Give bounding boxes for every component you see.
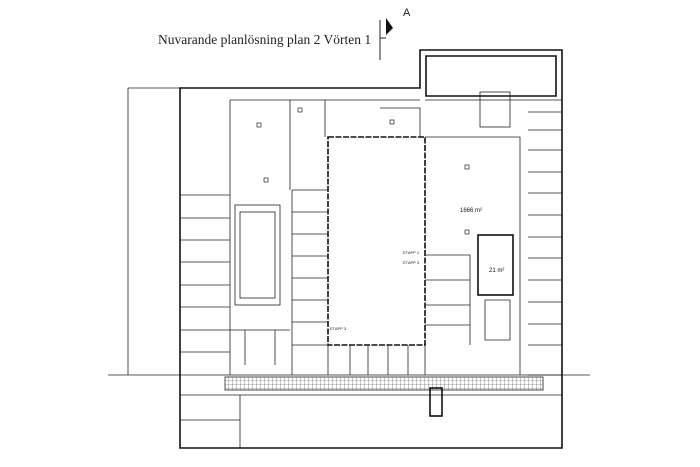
hatched-corridor (224, 376, 544, 391)
plan-title: Nuvarande planlösning plan 2 Vörten 1 (158, 32, 372, 47)
section-marker-label: A (403, 7, 411, 19)
area-label-main: 1666 m² (460, 208, 482, 214)
etapp-3-label-right: ETAPP 3 (403, 260, 420, 265)
etapp-3-label-bottom: ETAPP 3 (330, 326, 347, 331)
middle-rooms (291, 189, 328, 375)
etapp-2-label: ETAPP 2 (403, 250, 420, 255)
site-lines (108, 87, 590, 376)
area-label-small: 21 m² (489, 268, 504, 274)
courtyard (327, 136, 426, 346)
left-rooms (180, 194, 231, 375)
outer-walls (179, 49, 563, 449)
section-arrow-icon (379, 18, 393, 60)
right-rooms (520, 99, 562, 376)
